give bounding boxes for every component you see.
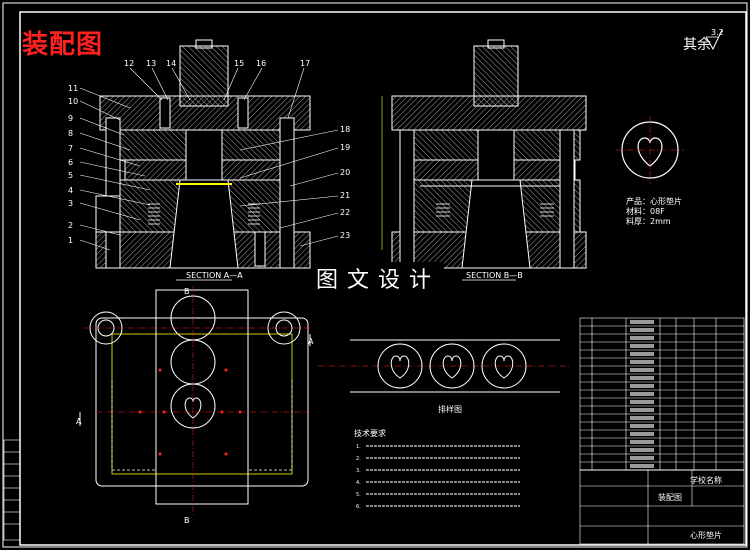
tech-req-item: 1. <box>356 444 361 450</box>
view-mark: A <box>308 337 314 346</box>
die-cavity <box>169 179 239 269</box>
tech-req-item: 4. <box>356 480 361 486</box>
leader-lines-top <box>129 67 305 119</box>
part-number-label: 12 <box>124 59 134 68</box>
bom-cell-text <box>630 456 654 460</box>
part-number-label: 1 <box>68 236 73 245</box>
bom-cell-text <box>630 336 654 340</box>
view-mark: B <box>184 516 190 525</box>
bom-cell-text <box>630 464 654 468</box>
view-mark: B <box>184 287 190 296</box>
part-number-label: 20 <box>340 168 350 177</box>
part-number-label: 2 <box>68 221 73 230</box>
part-number-label: 11 <box>68 84 78 93</box>
roughness-label: 其余 <box>683 37 711 53</box>
part-number-label: 19 <box>340 143 350 152</box>
tech-req-item: 2. <box>356 456 361 462</box>
tech-req-item: 6. <box>356 504 361 510</box>
tech-req-item: 3. <box>356 468 361 474</box>
screw <box>254 231 266 267</box>
title-block-type: 装配图 <box>658 492 682 502</box>
bom-cell-text <box>630 408 654 412</box>
part-number-label: 5 <box>68 171 73 180</box>
bom-cell-text <box>630 400 654 404</box>
part-number-label: 3 <box>68 199 73 208</box>
view-mark: A <box>76 417 82 426</box>
section-a-a-view: SECTION A—A <box>79 39 339 281</box>
part-number-label: 21 <box>340 191 350 200</box>
part-numbers-right: 18 19 20 21 22 23 <box>340 125 350 240</box>
section-a-label: SECTION A—A <box>186 271 243 280</box>
part-number-label: 6 <box>68 158 73 167</box>
tech-req-title: 技术要求 <box>354 428 386 438</box>
part-number-label: 9 <box>68 114 73 123</box>
title-block-school: 学校名称 <box>690 475 722 485</box>
part-number-label: 10 <box>68 97 78 106</box>
bom-cell-text <box>630 368 654 372</box>
drawing-title: 装配图 <box>22 30 104 60</box>
bom-cell-text <box>630 384 654 388</box>
bom-table <box>579 317 745 545</box>
screw <box>159 97 171 129</box>
bom-cell-text <box>630 344 654 348</box>
bom-cell-text <box>630 416 654 420</box>
tech-req-item: 5. <box>356 492 361 498</box>
guide-post-left <box>105 117 121 269</box>
part-number-label: 18 <box>340 125 350 134</box>
roughness-value: 3.2 <box>711 28 724 37</box>
title-block-name: 心形垫片 <box>690 530 722 540</box>
roughness-symbol <box>705 29 723 51</box>
guide-post-right <box>279 117 295 269</box>
part-number-label: 7 <box>68 144 73 153</box>
punch <box>185 129 223 181</box>
technical-requirements: 技术要求 1. 2. 3. 4. 5. 6. <box>354 428 520 510</box>
section-b-label: SECTION B—B <box>466 271 523 280</box>
part-number-label: 4 <box>68 186 73 195</box>
part-number-label: 23 <box>340 231 350 240</box>
part-note-line: 料厚：2mm <box>626 216 671 226</box>
part-number-label: 14 <box>166 59 176 68</box>
screw <box>237 97 249 129</box>
part-number-label: 8 <box>68 129 73 138</box>
product-view: 产品：心形垫片 材料：08F 料厚：2mm <box>616 116 684 226</box>
strip-layout-label: 排样图 <box>438 404 462 414</box>
plan-view: A A B B <box>76 286 314 525</box>
part-number-label: 15 <box>234 59 244 68</box>
bom-cell-text <box>630 328 654 332</box>
die-shank <box>179 45 229 107</box>
bom-cell-text <box>630 432 654 436</box>
part-numbers-left: 11 10 9 8 7 6 5 4 3 2 1 <box>68 84 78 245</box>
part-number-label: 22 <box>340 208 350 217</box>
bom-cell-text <box>630 352 654 356</box>
watermark: 图文设计 <box>312 262 445 294</box>
bom-cell-text <box>630 424 654 428</box>
side-strip <box>3 439 21 541</box>
strip-layout: 排样图 <box>318 339 570 414</box>
leader-lines-right <box>239 129 339 247</box>
bom-cell-text <box>630 448 654 452</box>
part-number-label: 17 <box>300 59 310 68</box>
leader-lines-left <box>79 87 151 251</box>
bom-cell-text <box>630 440 654 444</box>
part-number-label: 16 <box>256 59 266 68</box>
bom-cell-text <box>630 392 654 396</box>
bom-cell-text <box>630 320 654 324</box>
bom-cell-text <box>630 360 654 364</box>
bom-cell-text <box>630 376 654 380</box>
part-note-line: 产品：心形垫片 <box>626 196 682 206</box>
section-b-b-view: SECTION B—B <box>381 39 587 281</box>
part-number-label: 13 <box>146 59 156 68</box>
guide-bracket <box>95 195 121 233</box>
part-numbers-top: 12 13 14 15 16 17 <box>124 59 310 68</box>
part-note-line: 材料：08F <box>626 206 665 216</box>
inner-border <box>19 11 747 546</box>
